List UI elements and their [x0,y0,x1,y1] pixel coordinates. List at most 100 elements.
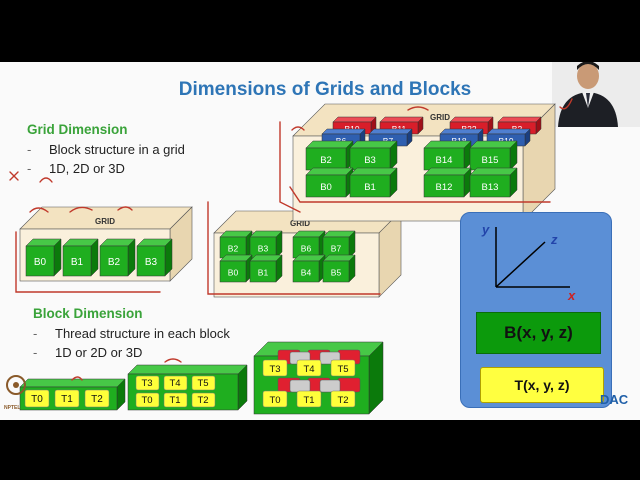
grid-2d-block-3-label: B7 [331,244,342,254]
grid-1d-block-2-side [127,238,136,277]
grid-3d-mid-2-label: B18 [451,136,466,146]
grid-3d-front-bottom-3-top [469,167,518,176]
grid-dimension-heading: Grid Dimension [27,122,128,137]
grid-3d-mid-0 [321,133,361,147]
grid-3d-mid-3-side [524,128,531,147]
thread-1d-label-2: T2 [91,394,103,405]
grid-3d-front-bottom-2-label: B12 [436,182,453,193]
thread-2d-4 [163,392,188,408]
thread-block-3d-side [368,341,384,415]
grid-3d-front-top-0-side [345,140,354,171]
thread-1d-2 [84,389,110,408]
grid-1d-block-3-side [164,238,173,277]
thread-3d-label-3: T0 [269,395,280,406]
grid-2d-block-4-side [245,254,253,283]
grid-bullet-1: -Block structure in a grid [27,142,185,157]
grid-2d-block-1 [249,236,277,259]
grid-3d-back-1-side [417,116,424,135]
grid-3d-front-bottom-3-label: B13 [482,182,499,193]
grid-3d-front-top-1 [349,147,391,171]
grid-3d-mid-2 [439,133,479,147]
grid-3d-front-top-0 [305,147,347,171]
grid-2d-block-5-top [249,254,283,262]
thread-2d-5 [191,392,216,408]
grid-3d-front-top-1-top [349,140,398,149]
grid-2d-block-1-top [249,230,283,238]
thread-3d-mid-3 [319,379,341,393]
grid-2d-block-7-label: B5 [331,268,342,278]
thread-3d-label-1: T4 [303,364,314,375]
grid-2d-block-6-top [292,254,326,262]
ink-3d-axes [279,121,551,213]
thread-block-2d [127,373,239,411]
thread-2d-1 [163,375,188,391]
grid-3d-back-1-top [379,116,424,123]
grid-3d-front-top-0-label: B2 [320,155,332,166]
grid-3d-mid-0-label: B6 [336,136,347,146]
grid-3d-front-top-3-label: B15 [482,155,499,166]
grid-3d-mid-3-label: B19 [498,136,513,146]
grid-2d-block-2-side [318,230,326,259]
grid-1d-block-3 [136,245,166,277]
ink-1d-axes [15,231,161,293]
grid-2d-block-3-top [322,230,356,238]
thread-3d-4 [296,390,322,408]
nptel-logo-text: NPTEL [4,405,21,411]
nptel-logo: NPTEL [4,374,28,411]
grid-2d-block-7-top [322,254,356,262]
block-bullet-2: -1D or 2D or 3D [33,345,143,360]
grid-1d-label: GRID [95,217,115,226]
grid-3d-mid-3 [486,133,526,147]
grid-2d-block-6-label: B4 [301,268,312,278]
thread-3d-back-2 [337,349,361,365]
grid-3d-front-top-2-top [423,140,472,149]
grid-2d-block-5-side [275,254,283,283]
ink-1d-thread-note [71,376,83,381]
grid-3d-front-bottom-0-side [345,167,354,198]
ink-1d-notes [29,206,133,213]
thread-2d-0 [135,375,160,391]
grid-1d-block-0 [25,245,55,277]
grid-1d-block-0-top [25,238,62,247]
cdac-logo: DAC [600,392,628,407]
block-bullet-1: -Thread structure in each block [33,326,230,341]
grid-1d-block-1-label: B1 [71,257,84,268]
grid-1d-block-0-side [53,238,62,277]
grid-2d-box [213,232,380,298]
grid-2d-block-1-side [275,230,283,259]
grid-3d-front-top-3 [469,147,511,171]
grid-2d-block-0-top [219,230,253,238]
grid-1d-block-2-top [99,238,136,247]
grid-1d-block-1 [62,245,92,277]
grid-3d-front-top-0-top [305,140,354,149]
thread-3d-label-4: T1 [303,395,314,406]
grid-3d-front-bottom-0-label: B0 [320,182,332,193]
grid-3d-mid-2-side [477,128,484,147]
grid-3d-back-2-label: B22 [461,124,476,134]
grid-3d-back-2-top [449,116,494,123]
thread-2d-label-2: T5 [197,378,208,389]
grid-3d-front-bottom-3 [469,174,511,198]
thread-block-1d [19,386,118,411]
grid-2d-block-7-side [348,254,356,283]
grid-2d-block-0-label: B2 [228,244,239,254]
grid-3d-back-1 [379,121,419,135]
grid-3d-front-bottom-2-top [423,167,472,176]
grid-3d-front-top-2-side [463,140,472,171]
grid-3d-mid-1-top [368,128,413,135]
grid-2d-block-0 [219,236,247,259]
grid-1d-block-3-top [136,238,173,247]
grid-1d-block-1-top [62,238,99,247]
grid-3d-front-bottom-2 [423,174,465,198]
thread-1d-0 [24,389,50,408]
grid-1d-block-2-label: B2 [108,257,121,268]
grid-3d-back-3-top [497,116,542,123]
grid-3d-front-bottom-1-side [389,167,398,198]
thread-3d-label-0: T3 [269,364,280,375]
thread-3d-3 [262,390,288,408]
grid-2d-block-6 [292,260,320,283]
presenter-figure [552,62,640,127]
grid-3d-back-0 [332,121,372,135]
ink-3d-notes [291,106,429,131]
